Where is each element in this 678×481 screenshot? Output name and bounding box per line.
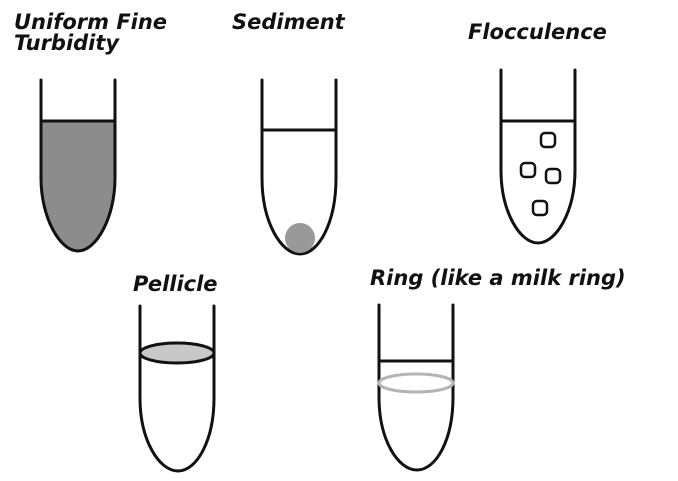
pellicle-tube	[140, 306, 214, 471]
milk-ring	[379, 374, 453, 392]
floc-clump	[521, 163, 535, 177]
ring-tube	[379, 305, 453, 470]
flocculence-tube	[501, 70, 575, 243]
tube-outline	[140, 306, 214, 471]
pellicle-layer	[140, 343, 214, 363]
uniform-turbidity-tube	[41, 80, 115, 251]
floc-clump	[546, 169, 560, 183]
tube-outline	[501, 70, 575, 243]
floc-clump	[533, 201, 547, 215]
floc-clump	[541, 133, 555, 147]
sediment-tube	[262, 80, 336, 254]
turbid-broth-fill	[41, 121, 115, 251]
tube-outline	[379, 305, 453, 470]
sediment-deposit	[285, 223, 315, 253]
